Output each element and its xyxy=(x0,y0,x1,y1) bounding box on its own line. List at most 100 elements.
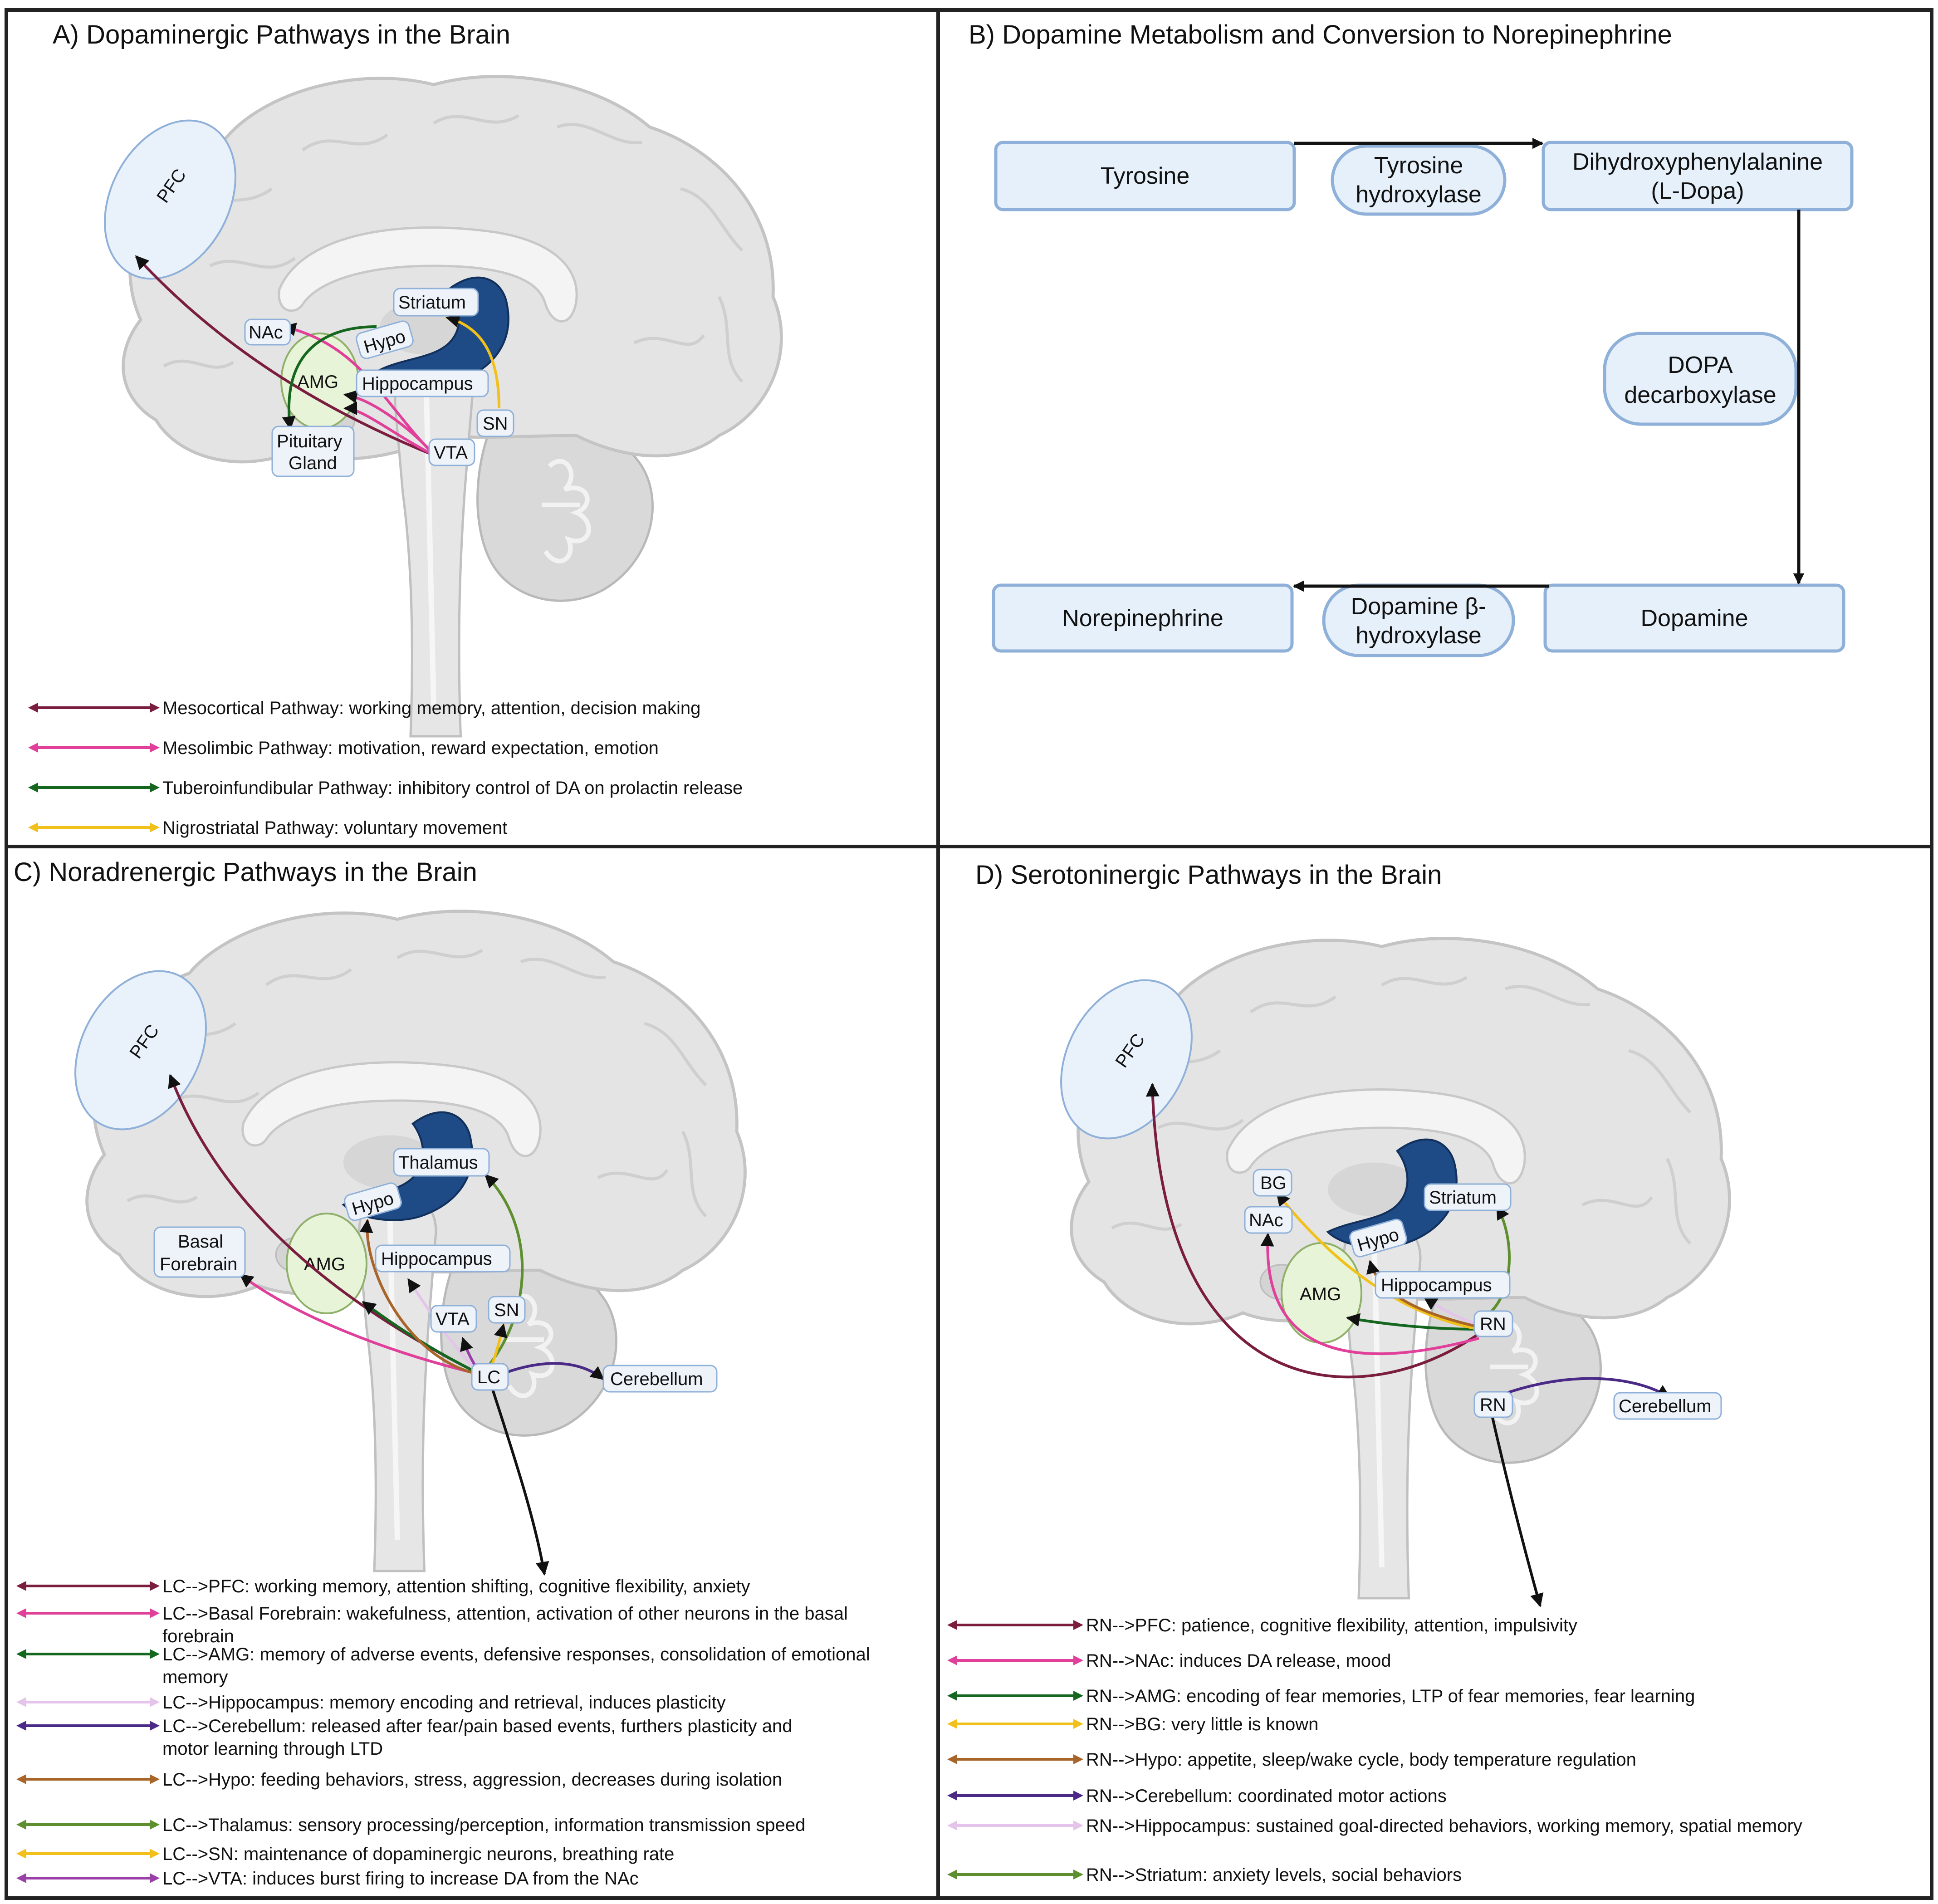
panel-d-rn-nac-arrow xyxy=(1260,1233,1479,1355)
panel-a-nac-label: NAc xyxy=(249,323,283,343)
legend-text: Tuberoinfundibular Pathway: inhibitory c… xyxy=(162,778,743,798)
ldopa-node xyxy=(1542,141,1854,211)
legend-text: RN-->Hippocampus: sustained goal-directe… xyxy=(1086,1816,1802,1836)
legend-item: LC-->VTA: induces burst firing to increa… xyxy=(16,1869,639,1889)
panel-c: C) Noradrenergic Pathways in the Brain P… xyxy=(14,857,745,1576)
legend-item: RN-->Hippocampus: sustained goal-directe… xyxy=(947,1816,1802,1836)
dbh-label-1: Dopamine β- xyxy=(1351,593,1487,620)
figure-frame xyxy=(5,8,1933,1900)
panel-d-pfc-region xyxy=(1060,979,1193,1140)
dopamine-node xyxy=(1543,583,1845,653)
panel-c-sn-label: SN xyxy=(494,1300,519,1320)
legend-text: motor learning through LTD xyxy=(162,1739,383,1759)
panel-d-amg-label: AMG xyxy=(1300,1284,1341,1304)
panel-c-cerebellum-label: Cerebellum xyxy=(610,1369,703,1389)
legend-item: Mesolimbic Pathway: motivation, reward e… xyxy=(28,738,659,758)
legend-item: LC-->Thalamus: sensory processing/percep… xyxy=(16,1815,805,1835)
legend-text: forebrain xyxy=(162,1626,234,1646)
th-label-2: hydroxylase xyxy=(1356,181,1481,208)
legend-item: Mesocortical Pathway: working memory, at… xyxy=(28,698,700,718)
norepinephrine-node xyxy=(992,583,1294,653)
panel-c-lc-spinal-arrow xyxy=(491,1388,549,1576)
panel-d-rn-hypo-arrow xyxy=(1366,1260,1479,1328)
legend-text: RN-->Cerebellum: coordinated motor actio… xyxy=(1086,1786,1447,1806)
tyrosine-label: Tyrosine xyxy=(1101,163,1190,189)
panel-d-cerebellum-label: Cerebellum xyxy=(1619,1396,1712,1416)
legend-item: RN-->AMG: encoding of fear memories, LTP… xyxy=(947,1686,1695,1706)
legend-text: LC-->PFC: working memory, attention shif… xyxy=(162,1576,750,1596)
panel-c-lc-basal-arrow xyxy=(239,1273,481,1376)
panel-d-rn-amg-arrow xyxy=(1346,1313,1479,1331)
legend-text: Mesocortical Pathway: working memory, at… xyxy=(162,698,700,718)
panel-d-hippocampus-label: Hippocampus xyxy=(1381,1275,1492,1295)
panel-d-bg-label: BG xyxy=(1260,1173,1287,1193)
dopamine-label: Dopamine xyxy=(1640,605,1748,631)
panel-d: D) Serotoninergic Pathways in the Brain … xyxy=(975,860,1729,1607)
legend-text: LC-->Hippocampus: memory encoding and re… xyxy=(162,1693,726,1713)
panel-c-lc-cerebellum-arrow xyxy=(494,1362,605,1380)
legend-item: RN-->PFC: patience, cognitive flexibilit… xyxy=(947,1615,1577,1635)
panel-a-nigrostriatal-arrow xyxy=(445,314,500,409)
panel-a-legend: Mesocortical Pathway: working memory, at… xyxy=(28,698,743,838)
panel-a-mesolimbic-arrow-2 xyxy=(343,390,437,457)
panel-a-pituitary-label-2: Gland xyxy=(289,453,337,473)
panel-c-title: C) Noradrenergic Pathways in the Brain xyxy=(14,857,477,887)
legend-item: RN-->BG: very little is known xyxy=(947,1714,1318,1734)
tyrosine-hydroxylase-enzyme xyxy=(1331,144,1507,216)
panel-b: B) Dopamine Metabolism and Conversion to… xyxy=(969,20,1854,657)
panel-d-rn-lower-label: RN xyxy=(1480,1395,1506,1415)
legend-item: LC-->Hypo: feeding behaviors, stress, ag… xyxy=(16,1770,782,1790)
dbh-label-2: hydroxylase xyxy=(1356,622,1481,649)
legend-item: LC-->SN: maintenance of dopaminergic neu… xyxy=(16,1844,674,1864)
panel-a-hippocampus-label: Hippocampus xyxy=(362,374,473,394)
panel-c-lc-label: LC xyxy=(477,1367,500,1387)
ddc-label-1: DOPA xyxy=(1668,352,1733,378)
panel-d-rn-striatum-arrow xyxy=(1483,1205,1511,1319)
ldopa-label-1: Dihydroxyphenylalanine xyxy=(1572,149,1823,175)
legend-text: LC-->SN: maintenance of dopaminergic neu… xyxy=(162,1844,674,1864)
panel-c-basal-label-2: Forebrain xyxy=(160,1254,237,1274)
legend-item: LC-->PFC: working memory, attention shif… xyxy=(16,1576,750,1596)
panel-d-striatum-label: Striatum xyxy=(1429,1188,1497,1208)
panel-a-sn-label: SN xyxy=(483,414,508,434)
panel-a: A) Dopaminergic Pathways in the Brain PF… xyxy=(53,20,781,736)
ddc-label-2: decarboxylase xyxy=(1624,382,1776,408)
legend-item: LC-->Hippocampus: memory encoding and re… xyxy=(16,1693,726,1713)
panel-c-lc-thalamus-arrow xyxy=(480,1174,524,1376)
legend-text: LC-->Basal Forebrain: wakefulness, atten… xyxy=(162,1604,848,1624)
panel-a-striatum-label: Striatum xyxy=(398,293,466,313)
panel-d-legend: RN-->PFC: patience, cognitive flexibilit… xyxy=(947,1615,1802,1885)
panel-c-thalamus-label: Thalamus xyxy=(398,1153,478,1173)
panel-c-amg-region xyxy=(286,1213,367,1314)
panel-a-vta-label: VTA xyxy=(434,443,468,463)
legend-text: RN-->PFC: patience, cognitive flexibilit… xyxy=(1086,1615,1577,1635)
legend-text: RN-->AMG: encoding of fear memories, LTP… xyxy=(1086,1686,1695,1706)
legend-text: LC-->Thalamus: sensory processing/percep… xyxy=(162,1815,805,1835)
panel-c-pfc-region xyxy=(74,970,207,1131)
legend-text: LC-->AMG: memory of adverse events, defe… xyxy=(162,1645,870,1664)
panel-d-rn-bg-arrow xyxy=(1276,1192,1479,1331)
legend-item: RN-->Hypo: appetite, sleep/wake cycle, b… xyxy=(947,1750,1636,1770)
legend-text: RN-->Hypo: appetite, sleep/wake cycle, b… xyxy=(1086,1750,1636,1770)
panel-d-rn-upper-label: RN xyxy=(1480,1314,1506,1334)
legend-text: memory xyxy=(162,1667,228,1687)
panel-c-basal-label-1: Basal xyxy=(178,1232,223,1252)
panel-d-rn-spinal-arrow xyxy=(1491,1417,1544,1607)
panel-a-pituitary-label-1: Pituitary xyxy=(277,431,343,451)
legend-text: RN-->NAc: induces DA release, mood xyxy=(1086,1651,1391,1671)
panel-a-mesolimbic-arrow-3 xyxy=(343,401,436,457)
legend-item: RN-->Cerebellum: coordinated motor actio… xyxy=(947,1786,1447,1806)
panel-d-title: D) Serotoninergic Pathways in the Brain xyxy=(975,860,1442,890)
legend-text: RN-->BG: very little is known xyxy=(1086,1714,1318,1734)
legend-item: Nigrostriatal Pathway: voluntary movemen… xyxy=(28,818,507,838)
legend-item: LC-->Basal Forebrain: wakefulness, atten… xyxy=(16,1604,848,1646)
panel-a-tuberoinfundibular-arrow xyxy=(282,325,377,430)
th-label-1: Tyrosine xyxy=(1374,152,1463,179)
norepinephrine-label: Norepinephrine xyxy=(1062,605,1223,631)
panel-c-lc-hypo-arrow xyxy=(359,1219,481,1376)
legend-item: RN-->Striatum: anxiety levels, social be… xyxy=(947,1865,1462,1885)
panel-c-legend: LC-->PFC: working memory, attention shif… xyxy=(16,1576,870,1889)
legend-item: LC-->AMG: memory of adverse events, defe… xyxy=(16,1645,870,1687)
panel-d-rn-cerebellum-arrow xyxy=(1494,1377,1671,1399)
legend-text: LC-->Hypo: feeding behaviors, stress, ag… xyxy=(162,1770,782,1790)
